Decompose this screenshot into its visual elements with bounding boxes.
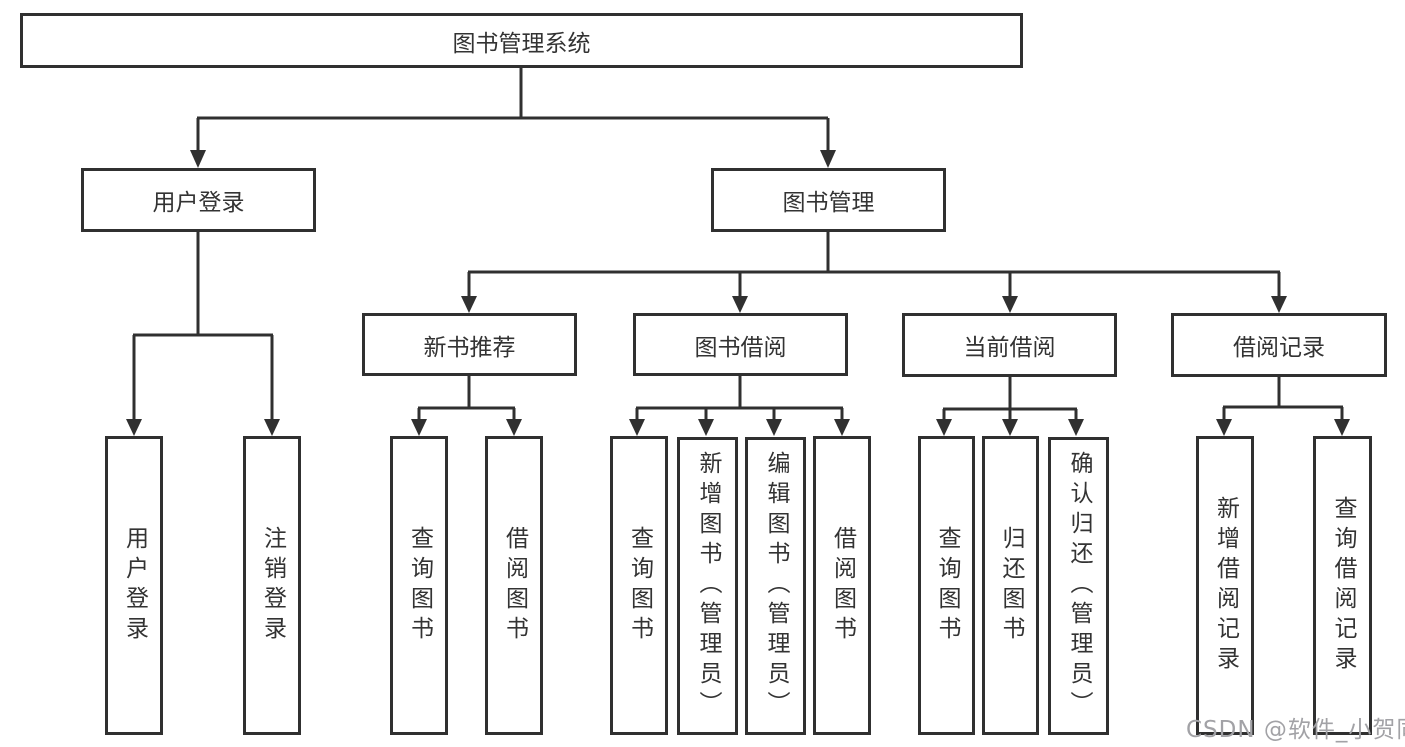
leaf-edit-books-admin: 编辑图书（管理员） [745,437,806,735]
node-current-borrow: 当前借阅 [902,313,1117,377]
leaf-query-books-2: 查询图书 [610,436,668,735]
leaf-confirm-return-admin: 确认归还（管理员） [1048,437,1109,735]
node-book-borrow-label: 图书借阅 [694,334,787,361]
leaf-return-books-label: 归还图书 [998,525,1024,646]
leaf-add-books-admin: 新增图书（管理员） [677,437,738,735]
node-book-borrow: 图书借阅 [633,313,848,376]
leaf-return-books: 归还图书 [982,436,1039,735]
leaf-query-books-2-label: 查询图书 [626,525,653,646]
node-library-system: 图书管理系统 [20,13,1023,68]
leaf-edit-books-admin-label: 编辑图书（管理员） [763,451,789,721]
arrowheads [126,150,1350,436]
node-borrow-records-label: 借阅记录 [1233,335,1325,361]
leaf-add-borrow-record: 新增借阅记录 [1196,436,1254,735]
node-new-book-recommend-label: 新书推荐 [423,334,516,361]
leaf-user-login: 用户登录 [105,436,163,735]
leaf-add-books-admin-label: 新增图书（管理员） [695,451,721,721]
leaf-query-books-1: 查询图书 [390,436,448,735]
leaf-add-borrow-record-label: 新增借阅记录 [1212,495,1239,676]
leaf-logout-label: 注销登录 [259,525,286,646]
leaf-query-borrow-record: 查询借阅记录 [1313,436,1372,735]
node-user-login-label: 用户登录 [152,190,245,216]
node-new-book-recommend: 新书推荐 [362,313,577,376]
leaf-query-books-1-label: 查询图书 [406,525,433,646]
csdn-watermark: CSDN @软件_小贺同学 [1186,717,1405,743]
node-book-management: 图书管理 [711,168,946,232]
node-library-system-label: 图书管理系统 [452,30,591,57]
leaf-user-login-label: 用户登录 [121,525,148,646]
leaf-query-borrow-record-label: 查询借阅记录 [1330,495,1356,676]
leaf-borrow-books-2: 借阅图书 [813,436,871,735]
node-book-management-label: 图书管理 [782,190,875,216]
node-borrow-records: 借阅记录 [1171,313,1387,377]
leaf-confirm-return-admin-label: 确认归还（管理员） [1066,451,1092,721]
leaf-borrow-books-1-label: 借阅图书 [501,525,528,646]
leaf-borrow-books-1: 借阅图书 [485,436,543,735]
leaf-logout: 注销登录 [243,436,301,735]
leaf-query-books-3: 查询图书 [918,436,975,735]
leaf-borrow-books-2-label: 借阅图书 [829,525,856,646]
node-user-login: 用户登录 [81,168,316,232]
node-current-borrow-label: 当前借阅 [963,335,1056,361]
leaf-query-books-3-label: 查询图书 [934,525,960,646]
